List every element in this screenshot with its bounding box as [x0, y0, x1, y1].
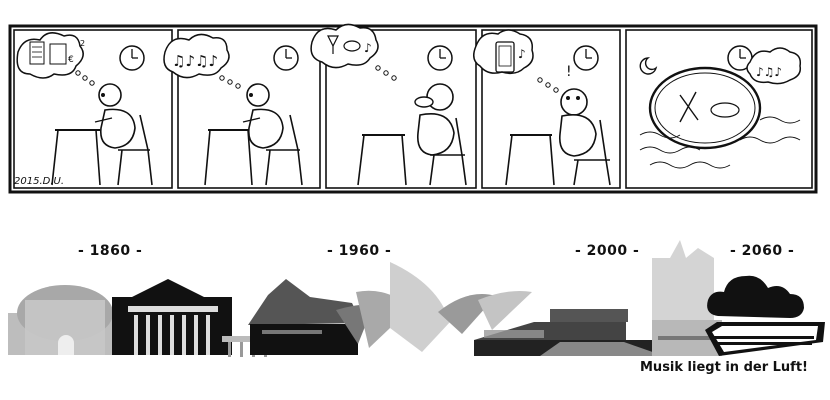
wall-clock-icon [119, 45, 145, 71]
cloud-icon [707, 275, 804, 318]
slogan-text: Musik liegt in der Luft! [640, 360, 808, 375]
comic-panel-3: ♪ [310, 23, 477, 189]
cloud-roof-concert-hall [705, 275, 825, 356]
sail-opera-house [336, 262, 532, 352]
night-sky-dream-icon [746, 47, 802, 85]
moon-icon [639, 57, 658, 75]
smartphone-icon [473, 29, 534, 75]
tent-philharmonic-hall [248, 279, 362, 355]
music-notes-icon [163, 33, 230, 79]
comic-panel-1: € 2 [13, 29, 173, 189]
era-label-1960: - 1960 - [327, 243, 392, 259]
wall-clock-icon [573, 45, 599, 71]
modern-concert-hall [474, 309, 694, 356]
svg-text:♪: ♪ [518, 47, 526, 61]
comic-panel-5: ♪♫♪ [625, 29, 813, 189]
svg-text:!: ! [566, 64, 572, 80]
svg-text:2: 2 [80, 39, 85, 48]
domed-concert-hall [8, 285, 113, 355]
era-label-2060: - 2060 - [730, 243, 795, 259]
era-label-2000: - 2000 - [575, 243, 640, 259]
comic-panel-4: ♪ ! [473, 29, 621, 189]
artist-signature: 2015.D.U. [14, 176, 65, 187]
concert-hall-skyline [8, 240, 825, 357]
svg-text:€: € [68, 55, 74, 65]
svg-text:♪: ♪ [364, 41, 372, 55]
svg-text:♫♪♫♪: ♫♪♫♪ [172, 52, 218, 70]
wall-clock-icon [427, 45, 453, 71]
era-label-1860: - 1860 - [78, 243, 143, 259]
comic-panel-2: ♫♪♫♪ [163, 29, 321, 189]
classical-opera-house [112, 279, 274, 357]
comic-strip: € 2 ♫♪♫♪ [8, 23, 818, 194]
wall-clock-icon [273, 45, 299, 71]
oval-dream-window [648, 66, 762, 150]
svg-text:♪♫♪: ♪♫♪ [756, 65, 782, 79]
